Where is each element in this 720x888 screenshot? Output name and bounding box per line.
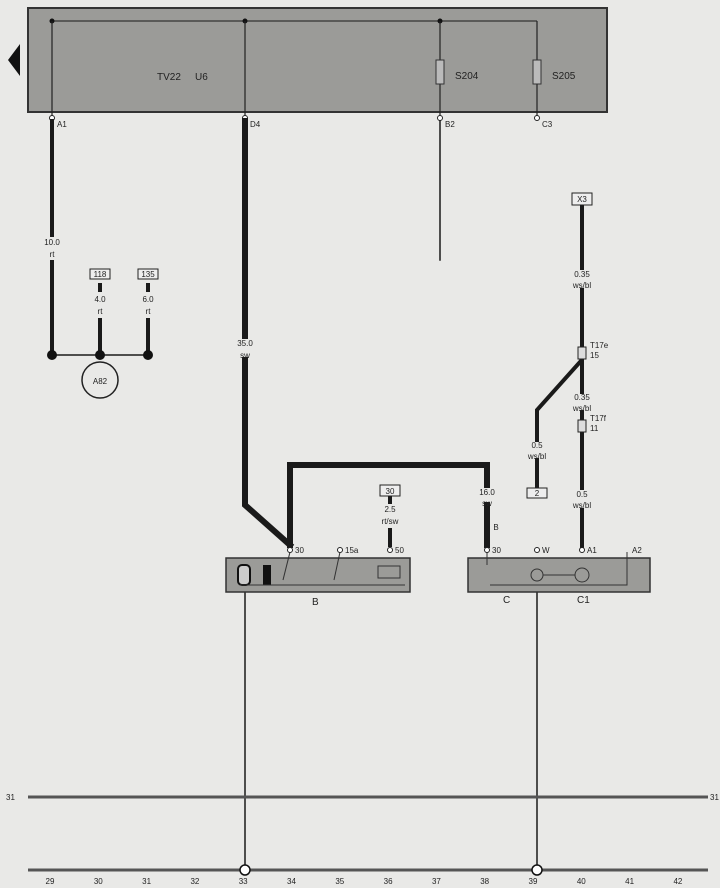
bus-left-mark: 31 [6, 793, 15, 802]
label-u6: U6 [195, 72, 208, 83]
label-tv22: TV22 [157, 72, 181, 83]
wire-branch-color: ws/bl [527, 452, 546, 461]
connector-30: 30 [386, 487, 395, 496]
grid-number: 32 [190, 877, 199, 886]
page-back-arrow-icon[interactable] [8, 44, 20, 76]
wire-right-low-size: 0.5 [576, 490, 588, 499]
grid-number: 34 [287, 877, 296, 886]
wire-d4-size: 35.0 [237, 339, 253, 348]
grid-number: 38 [480, 877, 489, 886]
wire-16-sw [287, 462, 490, 548]
fuse-s204 [435, 59, 445, 85]
alternator-label: C [503, 595, 510, 606]
wire-right-low-color: ws/bl [572, 501, 591, 510]
ground-a82 [81, 361, 119, 399]
wire-a1-size: 10.0 [44, 238, 60, 247]
grid-number: 42 [673, 877, 682, 886]
label-a82: A82 [93, 377, 108, 386]
connector-t17e: T17e [590, 341, 609, 350]
connector-x3: X3 [577, 195, 587, 204]
wire-right-top-color: ws/bl [572, 281, 591, 290]
connector-135: 135 [141, 270, 155, 279]
grid-number: 39 [529, 877, 538, 886]
grid-number: 41 [625, 877, 634, 886]
connector-t17f: T17f [590, 414, 607, 423]
pin-a1: A1 [57, 120, 67, 129]
wire-d4-color: sw [240, 351, 250, 360]
wire-118-size: 4.0 [94, 295, 106, 304]
connector-t17e-pin: 15 [590, 351, 599, 360]
grid-number: 40 [577, 877, 586, 886]
wire-branch-size: 0.5 [531, 441, 543, 450]
grid-number: 37 [432, 877, 441, 886]
wire-pin50-color: rt/sw [382, 517, 399, 526]
grid-number: 36 [384, 877, 393, 886]
grid-number: 31 [142, 877, 151, 886]
wire-16-mark: B [493, 523, 498, 532]
wire-branch [535, 359, 583, 490]
alternator-pin-w: W [542, 546, 550, 555]
wire-16-color: sw [482, 499, 492, 508]
wire-right-top-size: 0.35 [574, 270, 590, 279]
grid-number: 35 [335, 877, 344, 886]
alternator-pin-a1: A1 [587, 546, 597, 555]
connector-2: 2 [535, 489, 540, 498]
control-unit-box [27, 7, 608, 113]
grid-number: 29 [46, 877, 55, 886]
pin-b2: B2 [445, 120, 455, 129]
wire-pin50-size: 2.5 [384, 505, 396, 514]
wire-right-mid-size: 0.35 [574, 393, 590, 402]
wire-right-mid-color: ws/bl [572, 404, 591, 413]
alternator-pin-a2: A2 [632, 546, 642, 555]
bus-right-mark: 31 [710, 793, 719, 802]
wire-16-size: 16.0 [479, 488, 495, 497]
grid-number: 33 [239, 877, 248, 886]
starter-pin-15a: 15a [345, 546, 359, 555]
alternator-pin-30: 30 [492, 546, 501, 555]
starter-pin-50: 50 [395, 546, 404, 555]
wire-d4 [242, 118, 295, 550]
pin-d4: D4 [250, 120, 261, 129]
fuse-s205 [532, 59, 542, 85]
wire-118-color: rt [98, 307, 104, 316]
alternator-label-c1: C1 [577, 595, 590, 606]
starter-pin-30: 30 [295, 546, 304, 555]
grid-number: 30 [94, 877, 103, 886]
wire-a1-color: rt [50, 250, 56, 259]
connector-118: 118 [94, 270, 107, 279]
label-s205: S205 [552, 71, 576, 82]
connector-t17f-pin: 11 [590, 424, 599, 433]
starter-label: B [312, 597, 319, 608]
wire-135-size: 6.0 [142, 295, 154, 304]
starter-box [225, 557, 411, 593]
wire-135-color: rt [146, 307, 152, 316]
pin-c3: C3 [542, 120, 553, 129]
label-s204: S204 [455, 71, 479, 82]
